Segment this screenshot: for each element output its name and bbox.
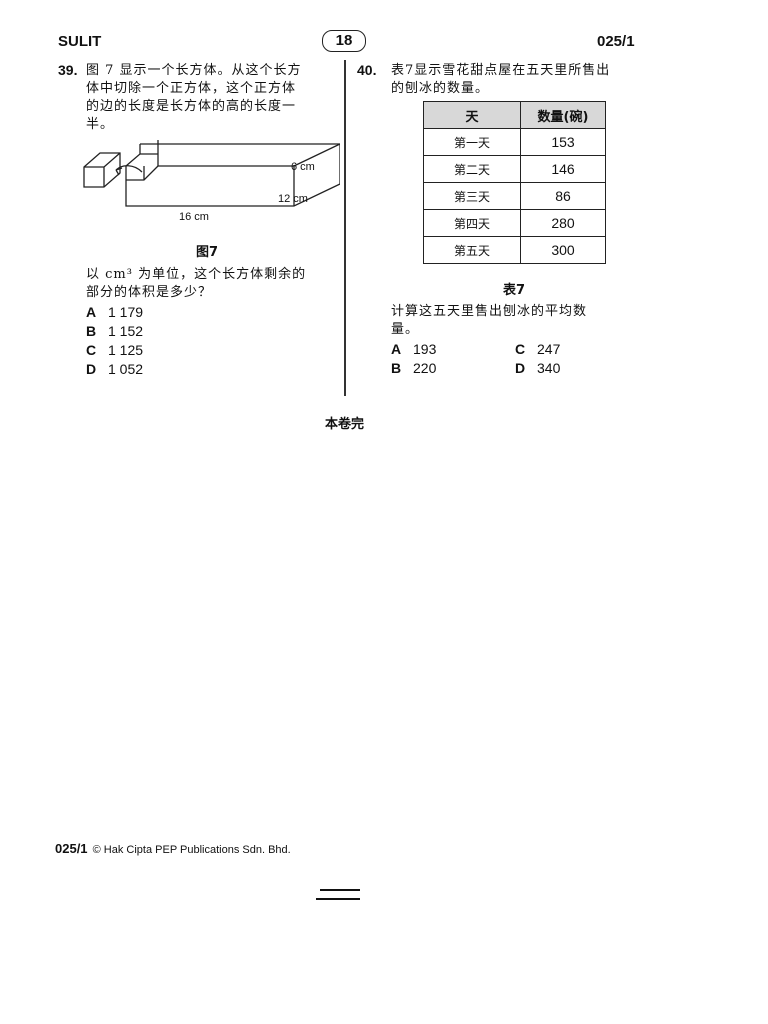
table-cell-day: 第五天 <box>423 236 521 264</box>
option-value: 1 125 <box>108 342 144 358</box>
q40-text: 表7显示雪花甜点屋在五天里所售出 的刨冰的数量。 <box>391 62 651 98</box>
option-letter: C <box>515 341 526 357</box>
dim-width: 12 cm <box>278 193 308 205</box>
cuboid-front-edge <box>293 143 340 206</box>
cube-edges <box>84 152 121 187</box>
footer: 025/1 © Hak Cipta PEP Publications Sdn. … <box>55 838 291 857</box>
option-c[interactable]: C 1 125 <box>86 341 143 360</box>
table-caption: 表7 <box>503 283 526 298</box>
table-cell-count: 280 <box>520 209 606 237</box>
table-cell-count: 300 <box>520 236 606 264</box>
arrow-head <box>115 167 123 176</box>
q39-text-line: 半。 <box>86 117 115 132</box>
sales-table: 天 数量(碗) 第一天 153 第二天 146 第三天 86 第四天 280 第… <box>423 101 606 264</box>
table-row: 第二天 146 <box>423 155 606 183</box>
table-cell-day: 第一天 <box>423 128 521 156</box>
cube-outline <box>83 152 121 188</box>
q39-text: 图 7 显示一个长方体。从这个长方 体中切除一个正方体，这个正方体 的边的长度是… <box>86 62 336 134</box>
option-value: 220 <box>413 360 437 376</box>
scan-mark <box>316 898 360 900</box>
column-divider <box>344 60 346 396</box>
q40-question-line: 量。 <box>391 322 420 337</box>
figure-caption: 图7 <box>196 245 219 260</box>
option-letter: D <box>86 361 97 377</box>
option-letter: D <box>515 360 526 376</box>
footer-code: 025/1 <box>55 841 88 856</box>
option-b[interactable]: B 1 152 <box>86 322 143 341</box>
table-row: 第一天 153 <box>423 128 606 156</box>
notch-front <box>126 165 159 181</box>
end-of-paper: 本卷完 <box>325 417 365 432</box>
q39-options: A 1 179 B 1 152 C 1 125 D 1 052 <box>86 303 143 379</box>
dim-length: 16 cm <box>179 211 209 223</box>
q40-option-a[interactable]: A 193 <box>391 340 436 359</box>
table-row: 第五天 300 <box>423 236 606 264</box>
table-cell-day: 第四天 <box>423 209 521 237</box>
q40-option-c[interactable]: C 247 <box>515 340 560 359</box>
cuboid-outline <box>125 143 340 207</box>
table-cell-day: 第二天 <box>423 155 521 183</box>
q39-text-line: 图 7 显示一个长方体。从这个长方 <box>86 63 302 78</box>
page-number-badge: 18 <box>322 30 366 52</box>
q40-option-d[interactable]: D 340 <box>515 359 560 378</box>
option-letter: B <box>86 323 97 339</box>
notch-back <box>125 144 141 180</box>
q40-text-line: 的刨冰的数量。 <box>391 81 490 96</box>
option-a[interactable]: A 1 179 <box>86 303 143 322</box>
q39-number: 39. <box>58 62 78 78</box>
page-number: 18 <box>335 32 353 49</box>
notch-inner <box>140 140 159 166</box>
dim-height: 6 cm <box>291 161 315 173</box>
q39-question: 以 cm³ 为单位，这个长方体剩余的 部分的体积是多少？ <box>86 266 344 302</box>
option-value: 340 <box>537 360 561 376</box>
q40-option-b[interactable]: B 220 <box>391 359 436 378</box>
cuboid-figure <box>83 140 340 207</box>
table-cell-day: 第三天 <box>423 182 521 210</box>
arrow-curve <box>115 165 143 173</box>
q39-text-line: 体中切除一个正方体，这个正方体 <box>86 81 297 96</box>
table-cell-count: 146 <box>520 155 606 183</box>
option-value: 193 <box>413 341 437 357</box>
table-cell-count: 86 <box>520 182 606 210</box>
table-row: 第三天 86 <box>423 182 606 210</box>
footer-copyright: © Hak Cipta PEP Publications Sdn. Bhd. <box>92 844 291 856</box>
option-letter: A <box>391 341 402 357</box>
scan-mark <box>320 889 360 891</box>
header-paper-code: 025/1 <box>597 33 635 50</box>
table-header-row: 天 数量(碗) <box>423 101 606 129</box>
option-value: 1 052 <box>108 361 144 377</box>
option-value: 1 179 <box>108 304 144 320</box>
table-header-day: 天 <box>423 101 521 129</box>
option-value: 1 152 <box>108 323 144 339</box>
option-value: 247 <box>537 341 561 357</box>
option-letter: B <box>391 360 402 376</box>
table-cell-count: 153 <box>520 128 606 156</box>
option-letter: C <box>86 342 97 358</box>
option-d[interactable]: D 1 052 <box>86 360 143 379</box>
q40-question: 计算这五天里售出刨冰的平均数 量。 <box>391 303 651 339</box>
q39-question-line: 以 cm³ 为单位，这个长方体剩余的 <box>86 267 307 282</box>
q39-question-line: 部分的体积是多少？ <box>86 285 213 300</box>
q40-text-line: 表7显示雪花甜点屋在五天里所售出 <box>391 63 611 78</box>
q39-text-line: 的边的长度是长方体的高的长度一 <box>86 99 297 114</box>
option-letter: A <box>86 304 97 320</box>
header-sulit: SULIT <box>58 33 102 50</box>
table-header-count: 数量(碗) <box>520 101 606 129</box>
q40-question-line: 计算这五天里售出刨冰的平均数 <box>391 304 588 319</box>
q40-number: 40. <box>357 62 377 78</box>
table-row: 第四天 280 <box>423 209 606 237</box>
